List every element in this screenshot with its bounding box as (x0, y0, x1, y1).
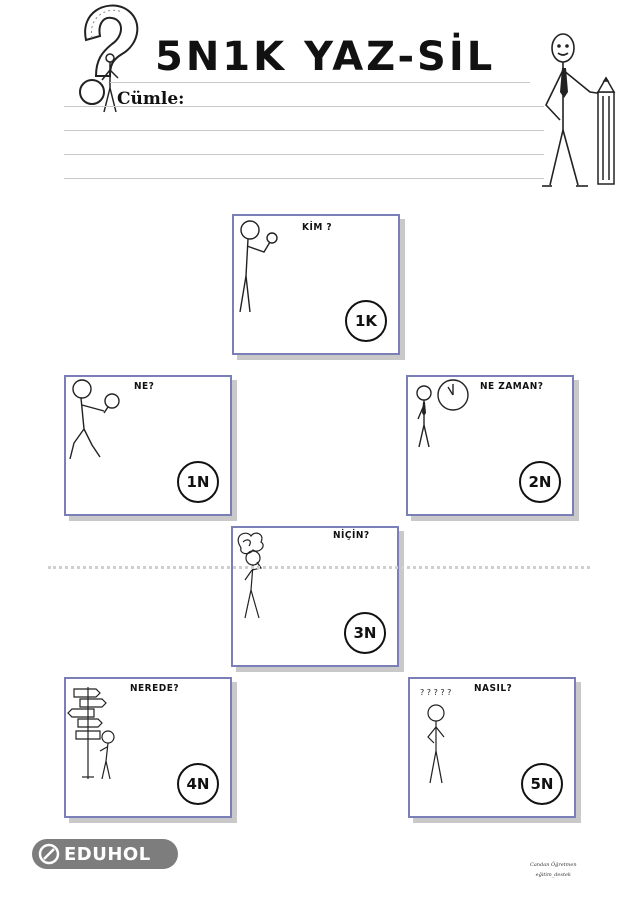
signature-line: eğitim_destek (535, 872, 571, 878)
divider (48, 566, 590, 569)
card-nicin: NİÇİN? 3N (231, 526, 399, 667)
stickman-thinking-icon: ? ? ? ? ? (420, 688, 451, 784)
badge-label: 5N (521, 763, 563, 805)
stickman-magnifier-icon (239, 220, 278, 313)
writing-line (64, 154, 544, 155)
badge-label: 3N (344, 612, 386, 654)
logo-text: EDUHOL (64, 843, 151, 865)
svg-text:? ? ? ? ?: ? ? ? ? ? (420, 688, 451, 697)
question-label: NİÇİN? (333, 530, 370, 541)
writing-line (64, 106, 544, 107)
writing-line (110, 82, 530, 83)
badge-label: 1N (177, 461, 219, 503)
signature-line: Candan Öğretmen (530, 862, 577, 868)
question-label: NE? (134, 381, 155, 392)
logo-icon (38, 843, 60, 865)
question-label: NASIL? (474, 683, 513, 694)
badge-label: 2N (519, 461, 561, 503)
card-ne-zaman: NE ZAMAN? 2N (406, 375, 574, 516)
badge-label: 1K (345, 300, 387, 342)
card-ne: NE? 1N (64, 375, 232, 516)
signature: Candan Öğretmen eğitim_destek (530, 860, 577, 880)
card-nerede: NEREDE? 4N (64, 677, 232, 818)
page-title: 5N1K YAZ-SİL (155, 34, 496, 80)
badge-label: 4N (177, 763, 219, 805)
card-kim: KİM ? 1K (232, 214, 400, 355)
stickman-confused-icon (237, 532, 264, 619)
question-label: KİM ? (302, 222, 333, 233)
man-with-pencil-illustration (542, 33, 616, 187)
brand-logo: EDUHOL (32, 839, 178, 869)
sentence-label: Cümle: (117, 89, 185, 109)
writing-line (64, 178, 544, 179)
question-mark-illustration (79, 4, 139, 113)
stickman-signpost-icon (67, 687, 115, 780)
question-label: NEREDE? (130, 683, 180, 694)
writing-line (64, 130, 544, 131)
stickman-searching-icon (69, 379, 120, 460)
question-label: NE ZAMAN? (480, 381, 544, 392)
stickman-clock-icon (416, 379, 469, 448)
card-nasil: ? ? ? ? ? NASIL? 5N (408, 677, 576, 818)
